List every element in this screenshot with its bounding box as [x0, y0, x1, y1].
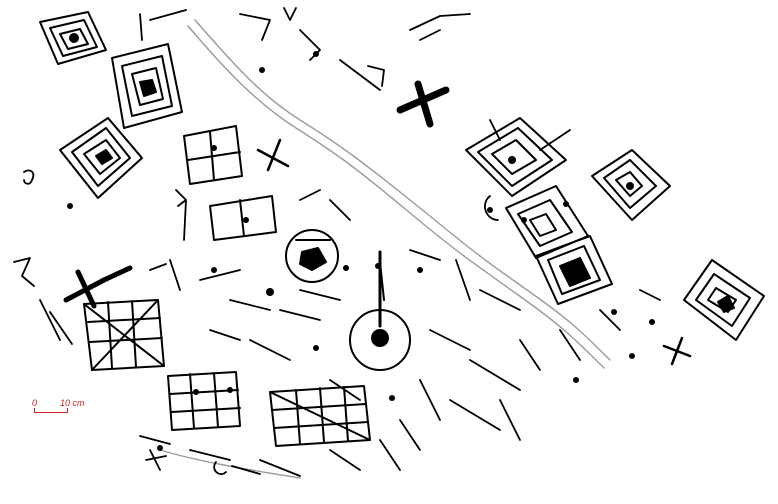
nested-square-motif-5 — [591, 149, 671, 221]
grid-motif-2 — [269, 385, 371, 447]
cupules — [67, 51, 655, 451]
nested-square-motif-7 — [535, 235, 613, 305]
nested-square-motif-1 — [39, 11, 107, 65]
scattered-marks — [13, 7, 661, 477]
cross-motif-2 — [256, 138, 290, 172]
cross-motif-4 — [662, 336, 692, 366]
scale-tick-end — [67, 408, 68, 412]
scale-bar: 0 10 cm — [32, 398, 94, 418]
cross-motif-3 — [63, 265, 133, 309]
nested-square-motif-2 — [111, 43, 183, 129]
nested-square-motif-3 — [59, 117, 143, 199]
circle-motif-1 — [285, 229, 339, 283]
scale-tick-start — [34, 408, 35, 412]
scale-length-label: 10 cm — [60, 398, 85, 408]
cross-motif-1 — [396, 80, 450, 128]
rock-fissures — [159, 19, 611, 479]
circle-motif-2 — [349, 250, 411, 371]
nested-square-motif-8 — [683, 259, 765, 341]
scale-zero-label: 0 — [32, 398, 38, 408]
nested-square-motif-6 — [505, 185, 589, 259]
nested-square-motif-4 — [465, 117, 567, 197]
grid-motif-5 — [209, 195, 277, 241]
scale-line — [34, 412, 68, 413]
grid-motif-1 — [83, 299, 165, 371]
grid-motif-3 — [167, 371, 241, 431]
grid-motif-4 — [183, 125, 243, 185]
